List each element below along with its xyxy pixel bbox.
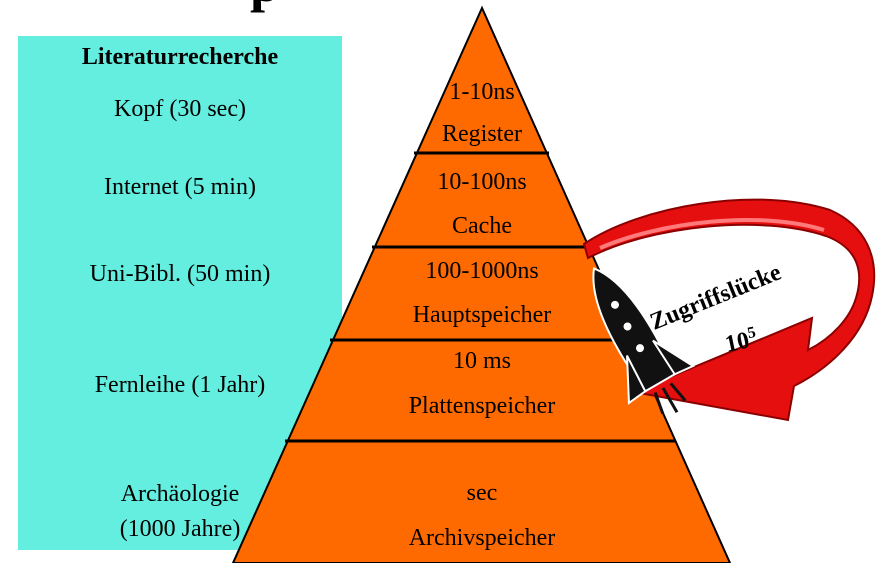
access-gap-value: 105 [722,324,759,358]
rocket-icon [592,267,696,415]
level-register-time: 1-10ns [449,79,514,105]
level-cache-name: Cache [452,213,512,239]
slide-title-fragment: p [250,0,282,10]
level-disk-time: 10 ms [453,348,511,374]
level-disk-name: Plattenspeicher [409,393,556,419]
access-gap-text: Zugriffslücke [647,259,786,335]
level-archive-name: Archivspeicher [409,525,556,551]
level-cache-time: 10-100ns [437,169,526,195]
level-archive-time: sec [467,480,498,506]
level-register-name: Register [442,121,522,147]
level-main-time: 100-1000ns [425,258,538,284]
literature-item-archaeologie: Archäologie [120,481,240,507]
literature-item-internet: Internet (5 min) [104,174,256,200]
literature-item-archaeologie-years: (1000 Jahre) [119,516,241,542]
access-gap-arrow [582,198,876,422]
literature-title: Literaturrecherche [81,44,279,70]
literature-item-fernleihe: Fernleihe (1 Jahr) [94,372,266,398]
level-main-name: Hauptspeicher [413,302,552,328]
literature-item-unibibl: Uni-Bibl. (50 min) [89,261,271,287]
literature-item-kopf: Kopf (30 sec) [114,96,246,122]
